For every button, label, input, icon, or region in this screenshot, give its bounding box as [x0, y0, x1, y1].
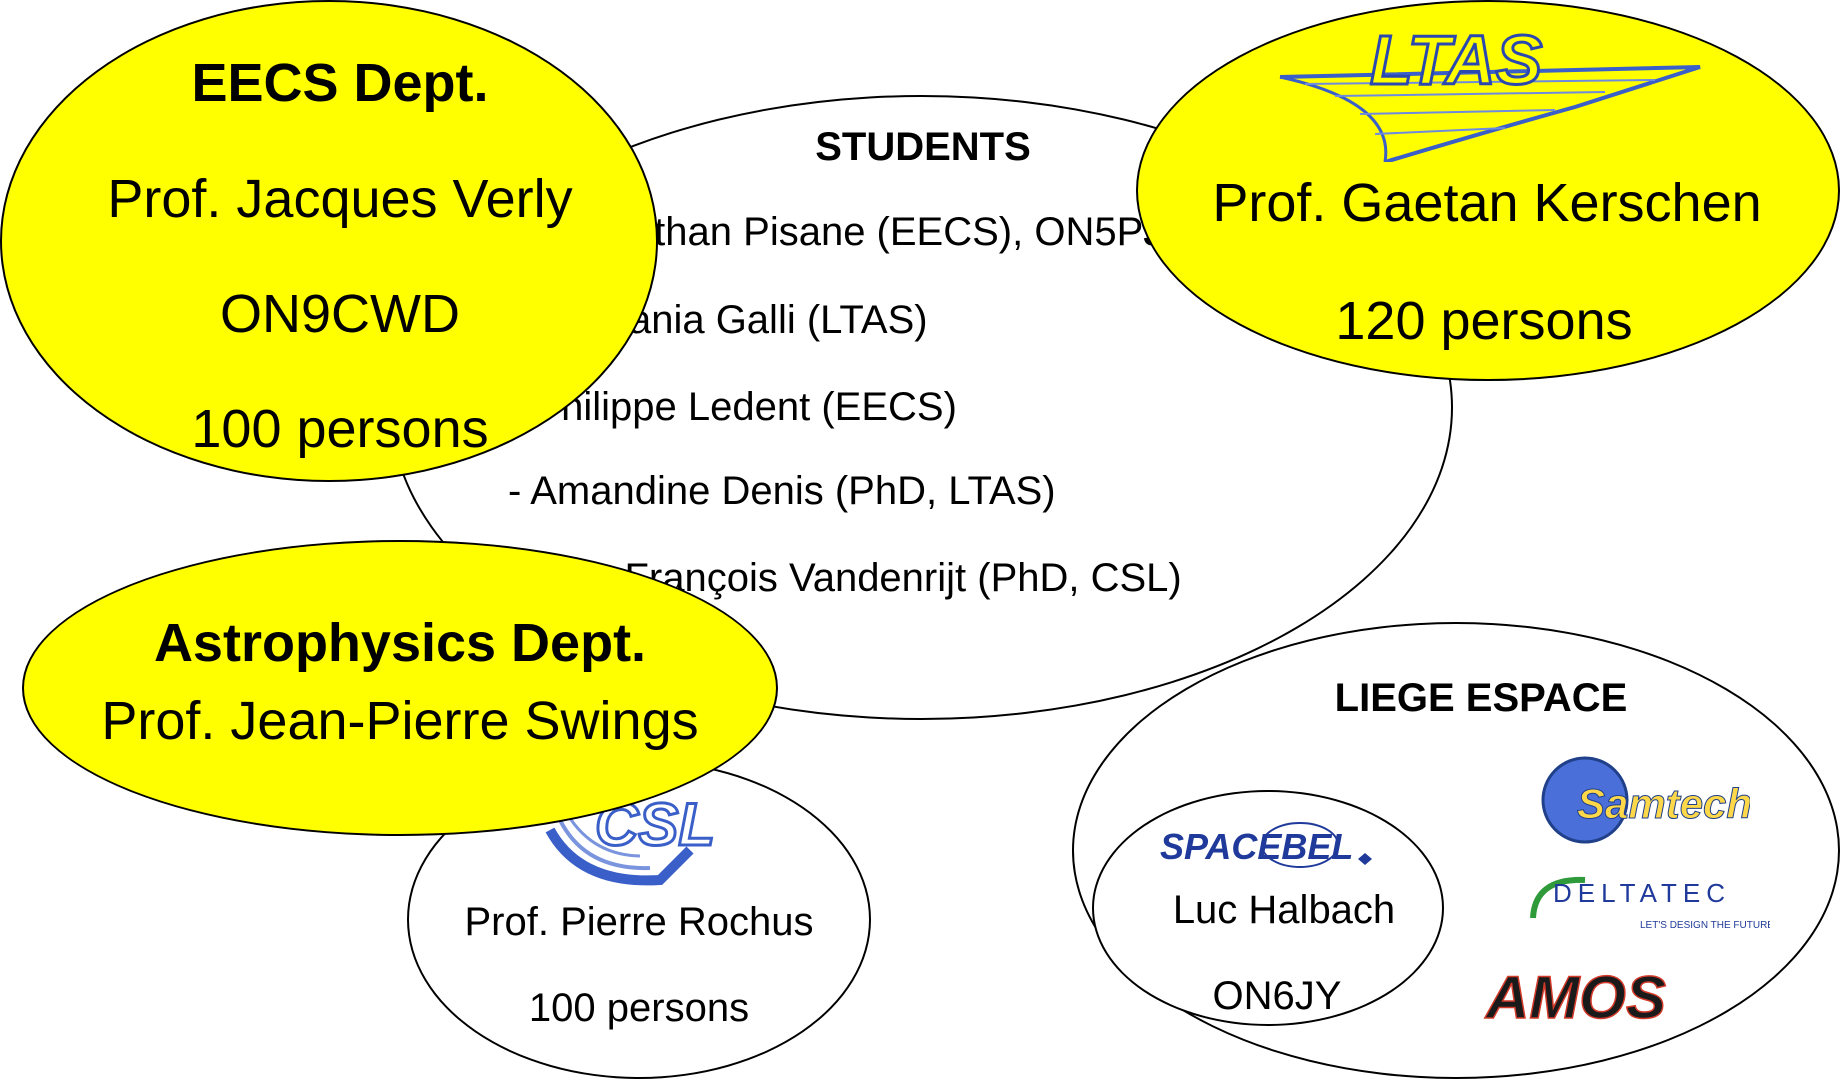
astro-title: Astrophysics Dept.	[153, 613, 647, 673]
samtech-logo-text: Samtech	[1577, 780, 1750, 827]
eecs-title: EECS Dept.	[191, 53, 489, 113]
csl-size: 100 persons	[528, 986, 750, 1030]
astro-prof: Prof. Jean-Pierre Swings	[101, 691, 699, 751]
csl-prof: Prof. Pierre Rochus	[464, 900, 814, 944]
spacebel-bubble	[1092, 790, 1444, 1026]
eecs-prof: Prof. Jacques Verly	[107, 169, 573, 229]
amos-logo-text: AMOS	[1484, 964, 1666, 1031]
liege-espace-title: LIEGE ESPACE	[1334, 676, 1628, 720]
spacebel-callsign: ON6JY	[1212, 974, 1342, 1018]
samtech-logo: Samtech	[1541, 756, 1750, 844]
ltas-logo: LTAS	[1279, 22, 1701, 162]
astro-bubble	[22, 540, 778, 836]
spacebel-person: Luc Halbach	[1172, 888, 1396, 932]
ltas-logo-text: LTAS	[1370, 22, 1542, 99]
ltas-bubble	[1136, 0, 1840, 381]
student-line: - Amandine Denis (PhD, LTAS)	[508, 469, 1056, 513]
eecs-callsign: ON9CWD	[220, 284, 460, 344]
deltatec-tagline: LET'S DESIGN THE FUTURE	[1640, 920, 1770, 931]
spacebel-logo-text: SPACEBEL	[1160, 826, 1353, 867]
students-title: STUDENTS	[815, 125, 1031, 169]
eecs-size: 100 persons	[191, 399, 489, 459]
amos-logo: AMOS	[1483, 963, 1667, 1032]
deltatec-logo: DELTATEC LET'S DESIGN THE FUTURE	[1530, 876, 1770, 931]
student-line: - Philippe Ledent (EECS)	[510, 385, 957, 429]
ltas-size: 120 persons	[1335, 291, 1633, 351]
eecs-bubble	[0, 0, 658, 482]
ltas-prof: Prof. Gaetan Kerschen	[1212, 173, 1762, 233]
deltatec-logo-text: DELTATEC	[1553, 878, 1731, 908]
spacebel-logo: SPACEBEL	[1160, 822, 1372, 868]
